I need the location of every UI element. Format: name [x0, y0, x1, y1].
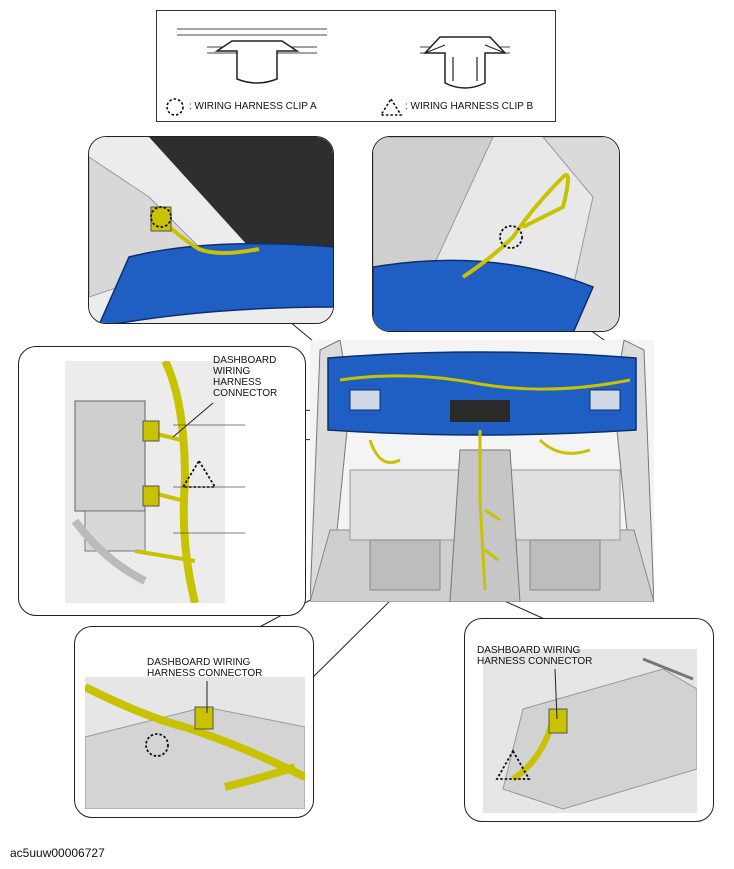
callout-line: HARNESS CONNECTOR [147, 668, 263, 679]
detail-panel-top-left [88, 136, 334, 324]
callout-line: CONNECTOR [213, 388, 278, 399]
detail-panel-top-right [372, 136, 620, 332]
callout-line: HARNESS CONNECTOR [477, 656, 593, 667]
main-cabin-view [310, 340, 654, 602]
left-detail-callout: DASHBOARD WIRING HARNESS CONNECTOR [213, 355, 277, 399]
detail-bottom-left-drawing [85, 677, 305, 809]
clip-a-circle-icon [166, 98, 184, 116]
detail-panel-bottom-left: DASHBOARD WIRING HARNESS CONNECTOR [74, 626, 314, 818]
clip-b-label: : WIRING HARNESS CLIP B [405, 101, 534, 112]
callout-line: DASHBOARD [213, 355, 277, 366]
clip-a-label: : WIRING HARNESS CLIP A [189, 101, 317, 112]
detail-top-right-drawing [373, 137, 619, 331]
callout-line: WIRING [213, 366, 251, 377]
callout-line: DASHBOARD WIRING [477, 645, 581, 656]
clip-a-marker-icon [145, 733, 169, 757]
bottom-left-callout-leader [206, 681, 208, 713]
clip-a-marker-icon [499, 225, 523, 249]
detail-bottom-right-drawing [483, 649, 697, 813]
clip-b-triangle-icon [379, 97, 403, 116]
bottom-right-callout: DASHBOARD WIRING HARNESS CONNECTOR [477, 645, 592, 667]
left-callout-leader [172, 402, 245, 534]
bottom-right-callout-leader [554, 668, 558, 720]
legend-box: : WIRING HARNESS CLIP A : WIRING HARNESS… [156, 10, 556, 122]
figure-id-caption: ac5uuw00006727 [10, 846, 105, 860]
callout-line: HARNESS [213, 377, 262, 388]
callout-line: DASHBOARD WIRING [147, 657, 251, 668]
clip-b-drawing [420, 36, 510, 89]
clip-a-marker-icon [150, 206, 172, 228]
bottom-left-callout: DASHBOARD WIRING HARNESS CONNECTOR [147, 657, 262, 679]
detail-top-left-drawing [89, 137, 333, 323]
detail-left-drawing [65, 361, 225, 603]
detail-panel-left: DASHBOARD WIRING HARNESS CONNECTOR [18, 346, 306, 616]
detail-panel-bottom-right: DASHBOARD WIRING HARNESS CONNECTOR [464, 618, 714, 822]
clip-a-drawing [177, 28, 327, 84]
